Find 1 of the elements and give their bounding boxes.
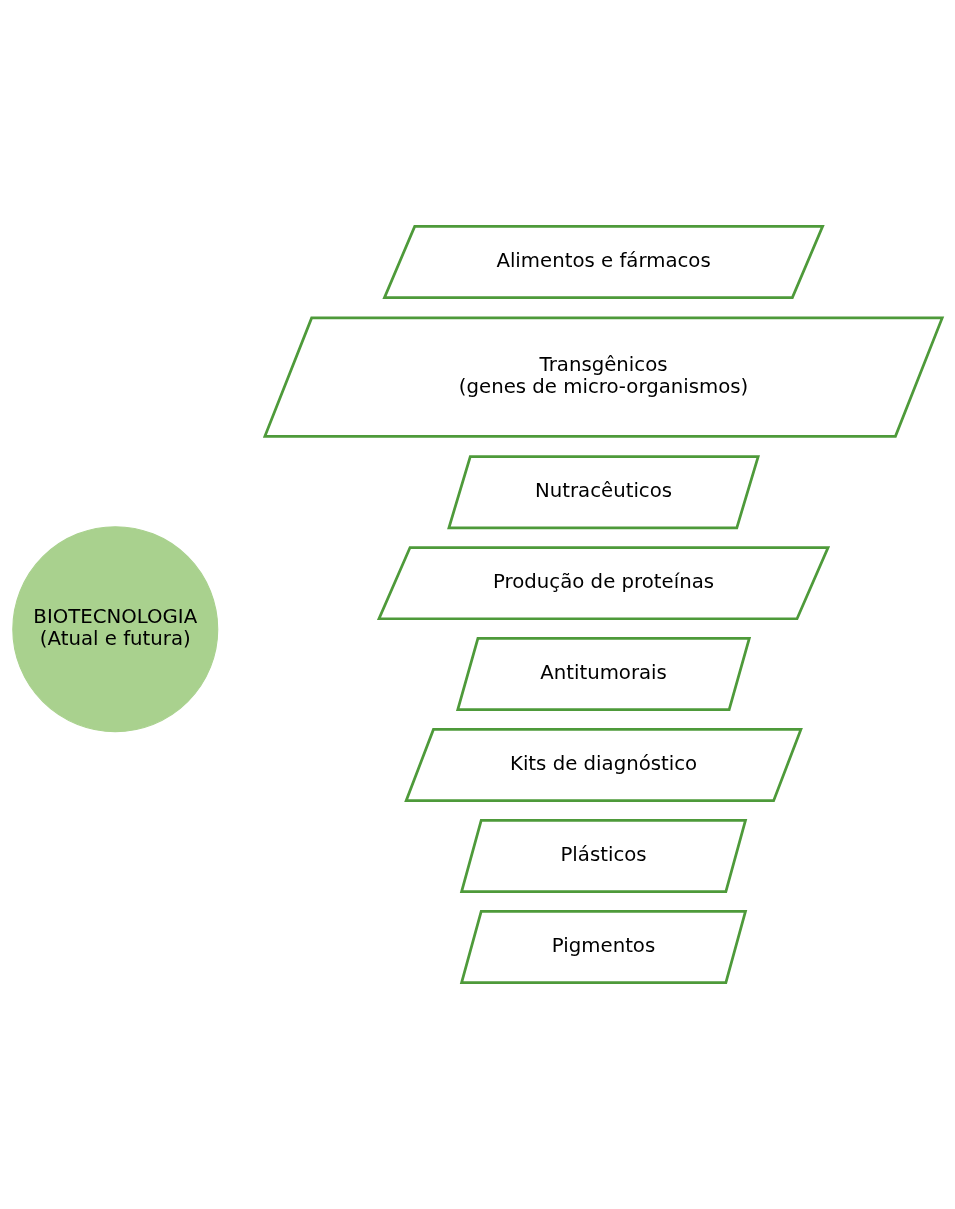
node-circle: BIOTECNOLOGIA (Atual e futura) — [12, 526, 219, 733]
